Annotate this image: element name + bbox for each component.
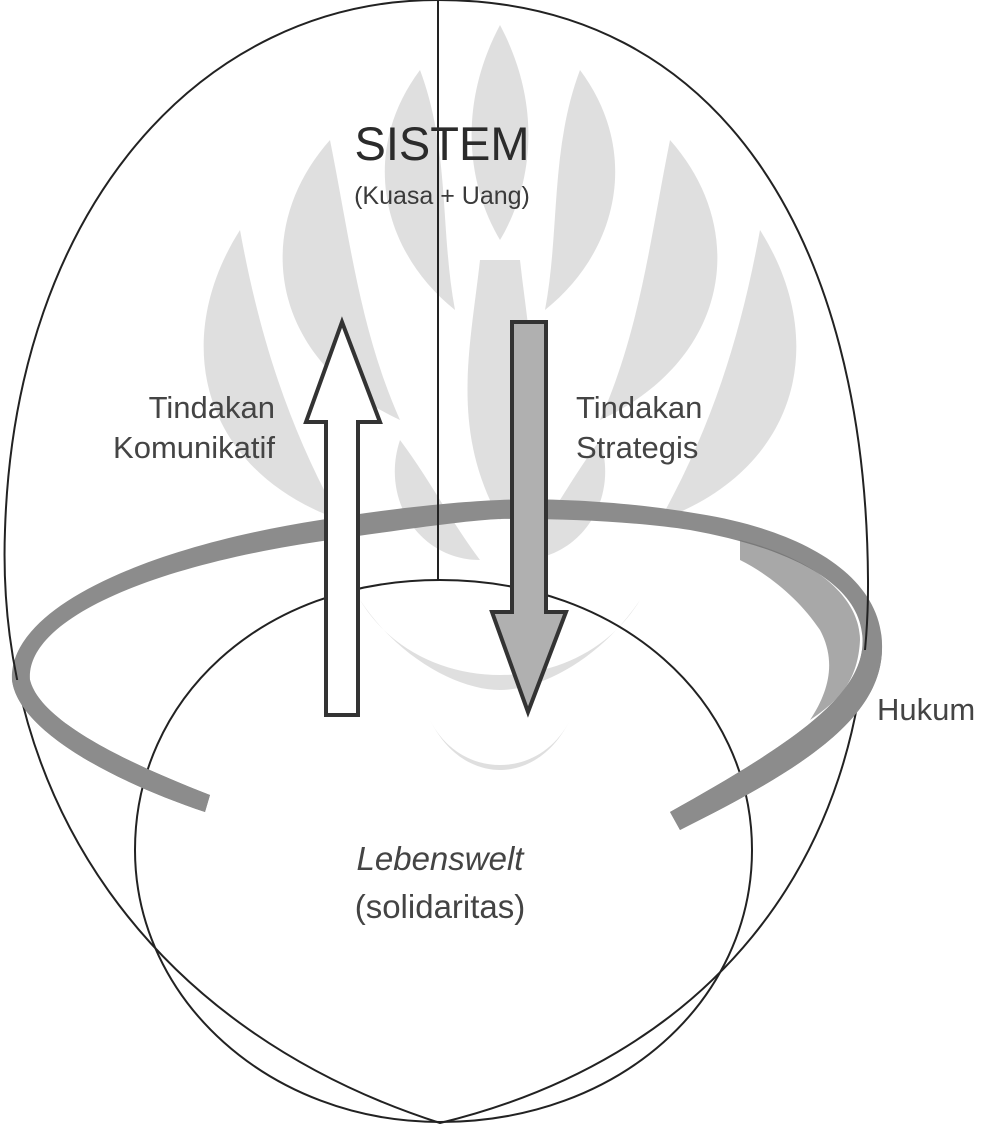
communicative-action-label-line2: Komunikatif (113, 430, 275, 465)
system-subtitle: (Kuasa + Uang) (354, 182, 530, 210)
lifeworld-caption: (solidaritas) (355, 888, 526, 925)
system-title: SISTEM (355, 117, 530, 170)
lifeworld-name: Lebenswelt (357, 840, 526, 877)
strategic-action-label-line1: Tindakan (576, 390, 702, 425)
strategic-action-label-line2: Strategis (576, 430, 698, 465)
communicative-action-label-line1: Tindakan (149, 390, 275, 425)
law-ring-label: Hukum (877, 692, 975, 727)
